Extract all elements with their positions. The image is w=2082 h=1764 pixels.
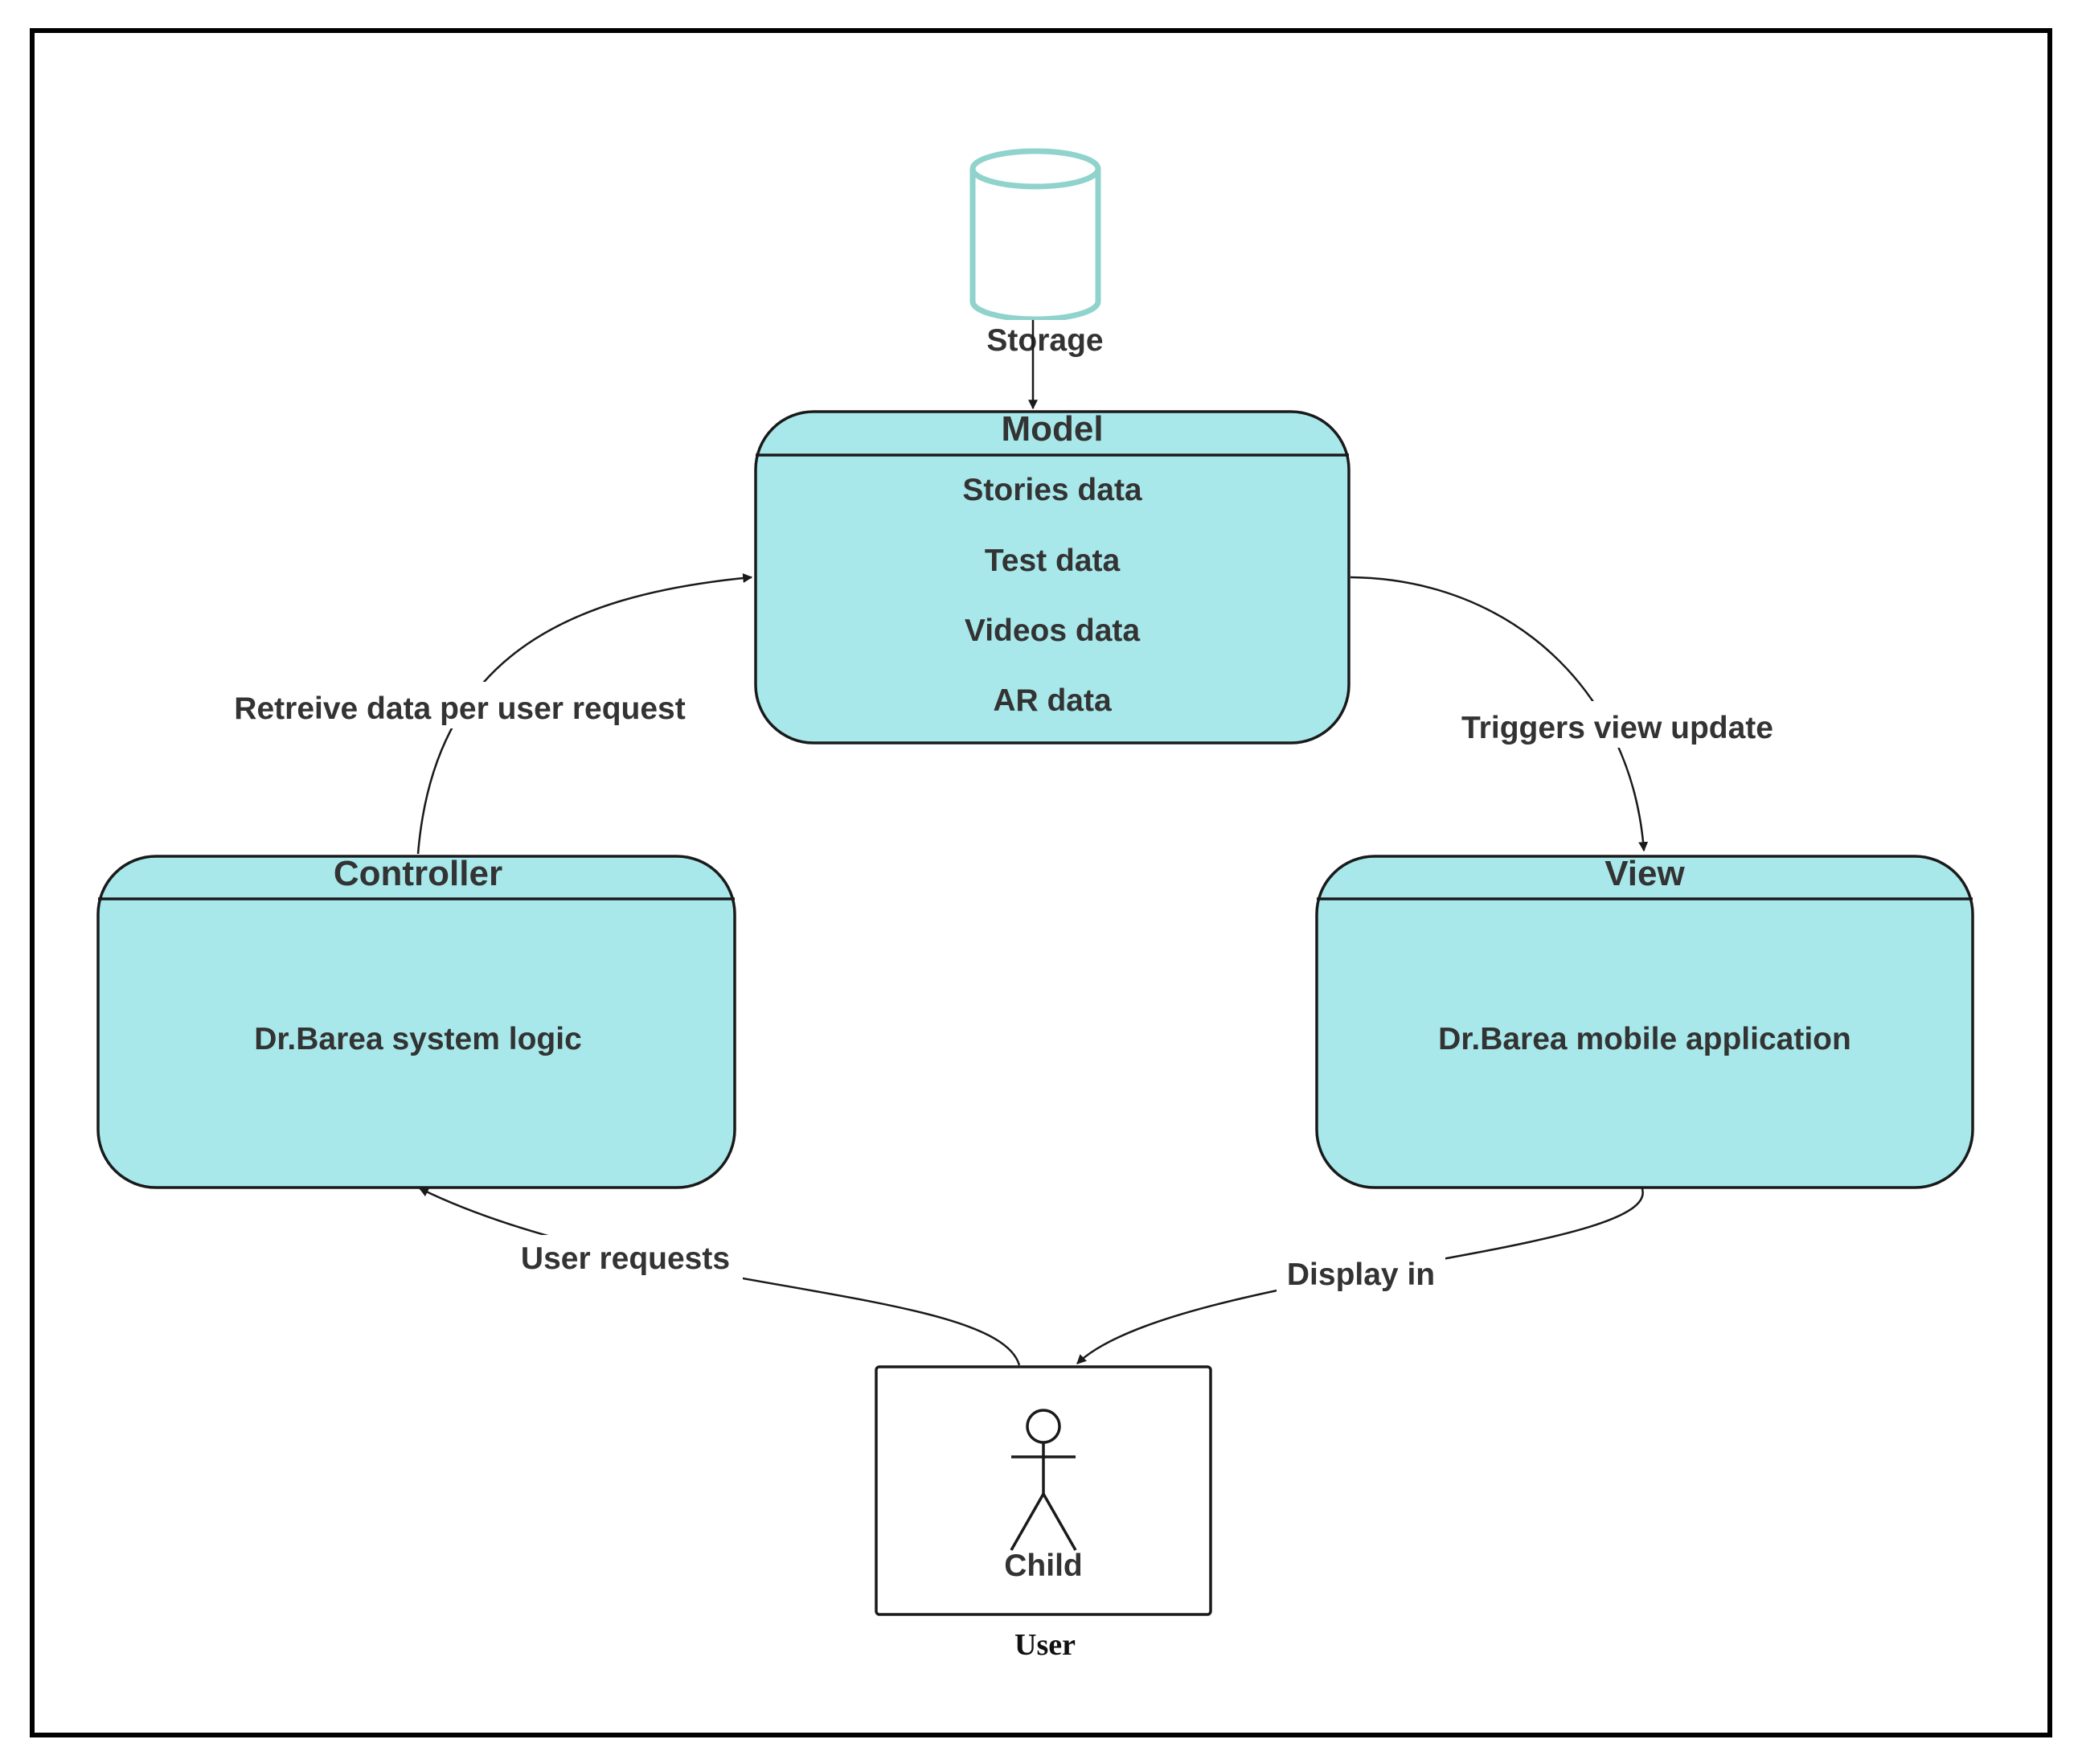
model-item: AR data [993,683,1112,718]
requests-label-bg [508,1235,743,1282]
storage-cylinder-icon [969,148,1101,322]
view-title: View [1605,854,1685,893]
controller-body: Dr.Barea system logic [254,1022,582,1056]
triggers-label-bg [1445,701,1789,748]
outer-frame [30,28,2052,1737]
model-title: Model [1001,409,1103,449]
model-item: Test data [985,544,1121,578]
display-label: Display in [1287,1257,1435,1292]
model-box: Model Stories data Test data Videos data… [754,409,1350,745]
controller-box: Controller Dr.Barea system logic [96,854,736,1189]
user-caption: User [1014,1628,1076,1662]
model-item: Videos data [965,613,1141,648]
retrieve-label: Retreive data per user request [234,691,685,726]
display-label-bg [1277,1251,1445,1298]
stick-figure-icon [1010,1409,1077,1551]
retrieve-label-bg [211,682,709,728]
view-body: Dr.Barea mobile application [1438,1022,1851,1056]
storage-label: Storage [986,323,1103,358]
model-to-view-arrow [1350,576,1649,852]
view-box: View Dr.Barea mobile application [1315,854,1974,1189]
model-item: Stories data [962,473,1142,507]
triggers-label: Triggers view update [1461,711,1773,745]
storage-label-bg [974,320,1095,360]
actor-label: Child [1004,1549,1082,1583]
requests-label: User requests [521,1241,730,1276]
controller-to-model-arrow [416,573,753,855]
user-to-controller-arrow [418,1187,1021,1366]
controller-title: Controller [334,854,502,893]
user-box: Child [875,1365,1212,1616]
